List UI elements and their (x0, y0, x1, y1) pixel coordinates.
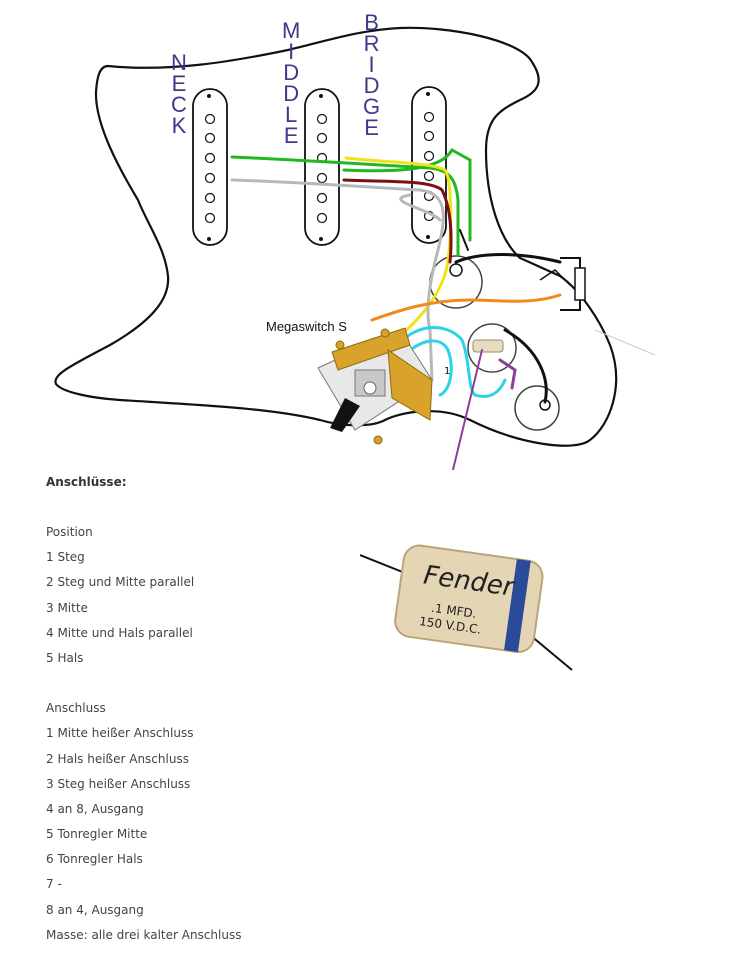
connection-item: 8 an 4, Ausgang (46, 902, 144, 917)
wire-cyan-1 (396, 326, 507, 398)
connection-item: 5 Tonregler Mitte (46, 827, 148, 842)
capacitor-value: .1 MFD. (430, 601, 477, 621)
wiring-diagram: 1 (54, 26, 656, 470)
pickup-label-letter: L (285, 102, 298, 127)
wire-gray-neck (230, 178, 445, 382)
pickup-label-letter: C (171, 92, 187, 117)
megaswitch (317, 327, 433, 445)
position-item: 3 Mitte (46, 600, 88, 615)
wire-purple-short (498, 358, 517, 390)
pickup-label-letter: D (283, 81, 300, 106)
pickup-label-letter: E (171, 71, 187, 96)
pickup-label-letter: R (363, 31, 380, 56)
position-item: 5 Hals (46, 650, 84, 665)
pickup-label-letter: D (363, 73, 380, 98)
pickguard-outline (54, 26, 618, 447)
wire-orange (370, 293, 562, 322)
pickup-label-letter: E (283, 123, 299, 148)
wire-green-middle (342, 147, 472, 242)
connection-item: 6 Tonregler Hals (46, 852, 143, 867)
megaswitch-label: Megaswitch S (266, 319, 347, 334)
wire-black-1 (454, 253, 562, 264)
pickup-label-letter: I (368, 52, 375, 77)
connection-notes: Anschlüsse: Position 1 Steg 2 Steg und M… (46, 470, 366, 948)
capacitor-image: Fender .1 MFD. 150 V.D.C. (360, 544, 573, 671)
tone-pot-neck (514, 385, 560, 431)
pickup-label-letter: B (364, 10, 379, 35)
connection-item: 3 Steg heißer Anschluss (46, 776, 191, 791)
output-jack (539, 257, 586, 311)
connection-item: 1 Mitte heißer Anschluss (46, 726, 194, 741)
connection-item: 4 an 8, Ausgang (46, 801, 144, 816)
middle-pickup (304, 88, 340, 246)
connection-item: 2 Hals heißer Anschluss (46, 751, 189, 766)
position-item: 1 Steg (46, 550, 85, 565)
notes-title: Anschlüsse: (46, 475, 127, 489)
wire-cyan-2 (403, 339, 453, 397)
wire-green-neck (230, 155, 460, 257)
connection-item: 7 - (46, 877, 62, 892)
position-item: 4 Mitte und Hals parallel (46, 625, 193, 640)
position-item: 2 Steg und Mitte parallel (46, 575, 195, 590)
wires (230, 147, 562, 470)
wire-black-2 (503, 328, 548, 404)
connection-heading: Anschluss (46, 701, 106, 716)
pickup-label-letter: I (288, 39, 295, 64)
position-heading: Position (46, 525, 93, 539)
wire-red (342, 178, 453, 264)
connection-item: Masse: alle drei kalter Anschluss (46, 927, 242, 942)
pickup-label-letter: E (364, 115, 379, 140)
wire-purple-cap (451, 349, 483, 470)
neck-pickup (192, 88, 228, 246)
switch-terminal-number: 1 (444, 366, 450, 377)
pickup-label-letter: D (283, 60, 300, 85)
wire-gray-bridge (399, 193, 442, 222)
pickup-label-letter: M (282, 18, 301, 43)
volume-pot (429, 255, 483, 309)
pickup-label-letter: G (363, 94, 381, 119)
pickup-label-letter: K (171, 113, 187, 138)
pickup-label-letter: N (171, 50, 187, 75)
